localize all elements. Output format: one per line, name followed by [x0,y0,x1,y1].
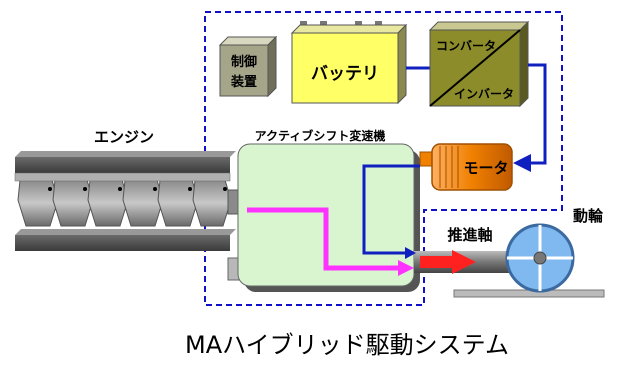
engine-label: エンジン [94,128,154,146]
diagram-caption: MAハイブリッド駆動システム [185,331,509,359]
electric-flow-line [362,164,420,255]
converter-block: コンバータ インバータ [428,20,530,108]
transmission-label: アクティブシフト変速機 [255,128,386,143]
engine-flow-line [247,207,400,271]
converter-motor-link [513,63,547,172]
converter-label: コンバータ [436,39,496,53]
engine-cylinders [14,172,232,227]
driving-wheel [505,223,575,293]
rail [453,289,605,298]
driving-wheel-label: 動輪 [573,207,604,225]
battery-block: バッテリ [290,21,408,105]
engine-block [14,151,236,251]
shaft-arrow [420,250,476,274]
propeller-shaft-label: 推進軸 [447,226,492,244]
motor-label: モータ [463,159,508,177]
electric-flow-arrowhead [405,247,416,259]
motor-block: モータ [419,143,513,191]
controller-block: 制御 装置 [218,35,278,98]
controller-label-1: 制御 [231,54,257,70]
system-boundary [204,11,563,306]
battery-label: バッテリ [311,64,379,84]
controller-label-2: 装置 [230,74,257,90]
inverter-label: インバータ [454,87,514,101]
engine-flow-arrowhead [398,260,414,276]
